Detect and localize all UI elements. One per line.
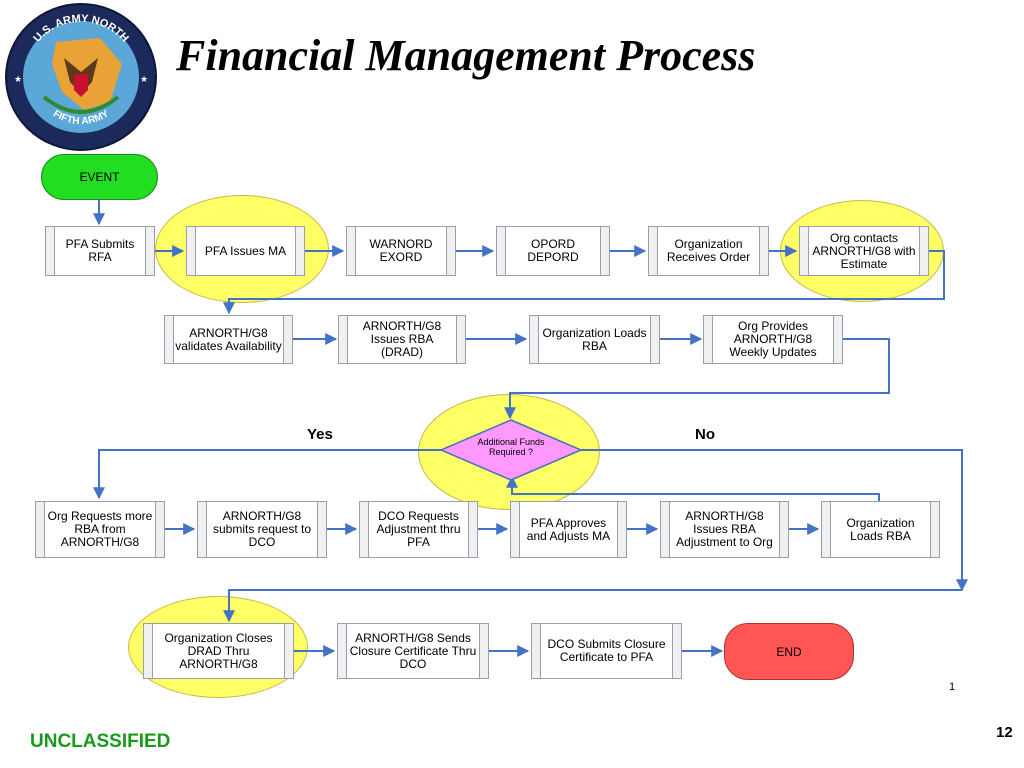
step-org-provides-updates: Org Provides ARNORTH/G8 Weekly Updates — [703, 315, 843, 364]
step-dco-requests-adjustment: DCO Requests Adjustment thru PFA — [359, 501, 478, 558]
step-org-requests-more-rba: Org Requests more RBA from ARNORTH/G8 — [35, 501, 165, 558]
footnote-number: 1 — [949, 681, 956, 693]
end-terminal: END — [724, 623, 854, 680]
army-north-seal-logo: U.S. ARMY NORTH FIFTH ARMY ★ ★ — [5, 3, 157, 151]
svg-text:★: ★ — [140, 74, 148, 84]
step-arnorth-issues-rba: ARNORTH/G8 Issues RBA (DRAD) — [338, 315, 466, 364]
step-organization-receives-order: Organization Receives Order — [648, 226, 769, 276]
yes-label: Yes — [307, 426, 333, 443]
page-title: Financial Management Process — [176, 31, 756, 80]
event-terminal: EVENT — [41, 154, 158, 200]
step-organization-loads-rba-1: Organization Loads RBA — [529, 315, 660, 364]
step-pfa-submits-rfa: PFA Submits RFA — [45, 226, 155, 276]
classification-label: UNCLASSIFIED — [30, 731, 171, 752]
step-warnord-exord: WARNORD EXORD — [346, 226, 456, 276]
step-pfa-approves-adjusts: PFA Approves and Adjusts MA — [510, 501, 627, 558]
step-arnorth-submits-request: ARNORTH/G8 submits request to DCO — [197, 501, 327, 558]
step-arnorth-sends-closure: ARNORTH/G8 Sends Closure Certificate Thr… — [337, 623, 489, 679]
step-opord-depord: OPORD DEPORD — [496, 226, 610, 276]
decision-label: Additional Funds Required ? — [477, 437, 545, 457]
page-number: 12 — [996, 724, 1013, 741]
step-arnorth-issues-rba-adjustment: ARNORTH/G8 Issues RBA Adjustment to Org — [660, 501, 789, 558]
no-label: No — [695, 426, 715, 443]
step-organization-loads-rba-2: Organization Loads RBA — [821, 501, 940, 558]
step-dco-submits-closure: DCO Submits Closure Certificate to PFA — [531, 623, 682, 679]
step-pfa-issues-ma: PFA Issues MA — [186, 226, 305, 276]
svg-text:★: ★ — [14, 74, 22, 84]
decision-diamond — [439, 419, 583, 481]
step-arnorth-validates: ARNORTH/G8 validates Availability — [164, 315, 293, 364]
step-organization-closes-drad: Organization Closes DRAD Thru ARNORTH/G8 — [143, 623, 294, 679]
step-org-contacts-arnorth: Org contacts ARNORTH/G8 with Estimate — [799, 226, 929, 276]
